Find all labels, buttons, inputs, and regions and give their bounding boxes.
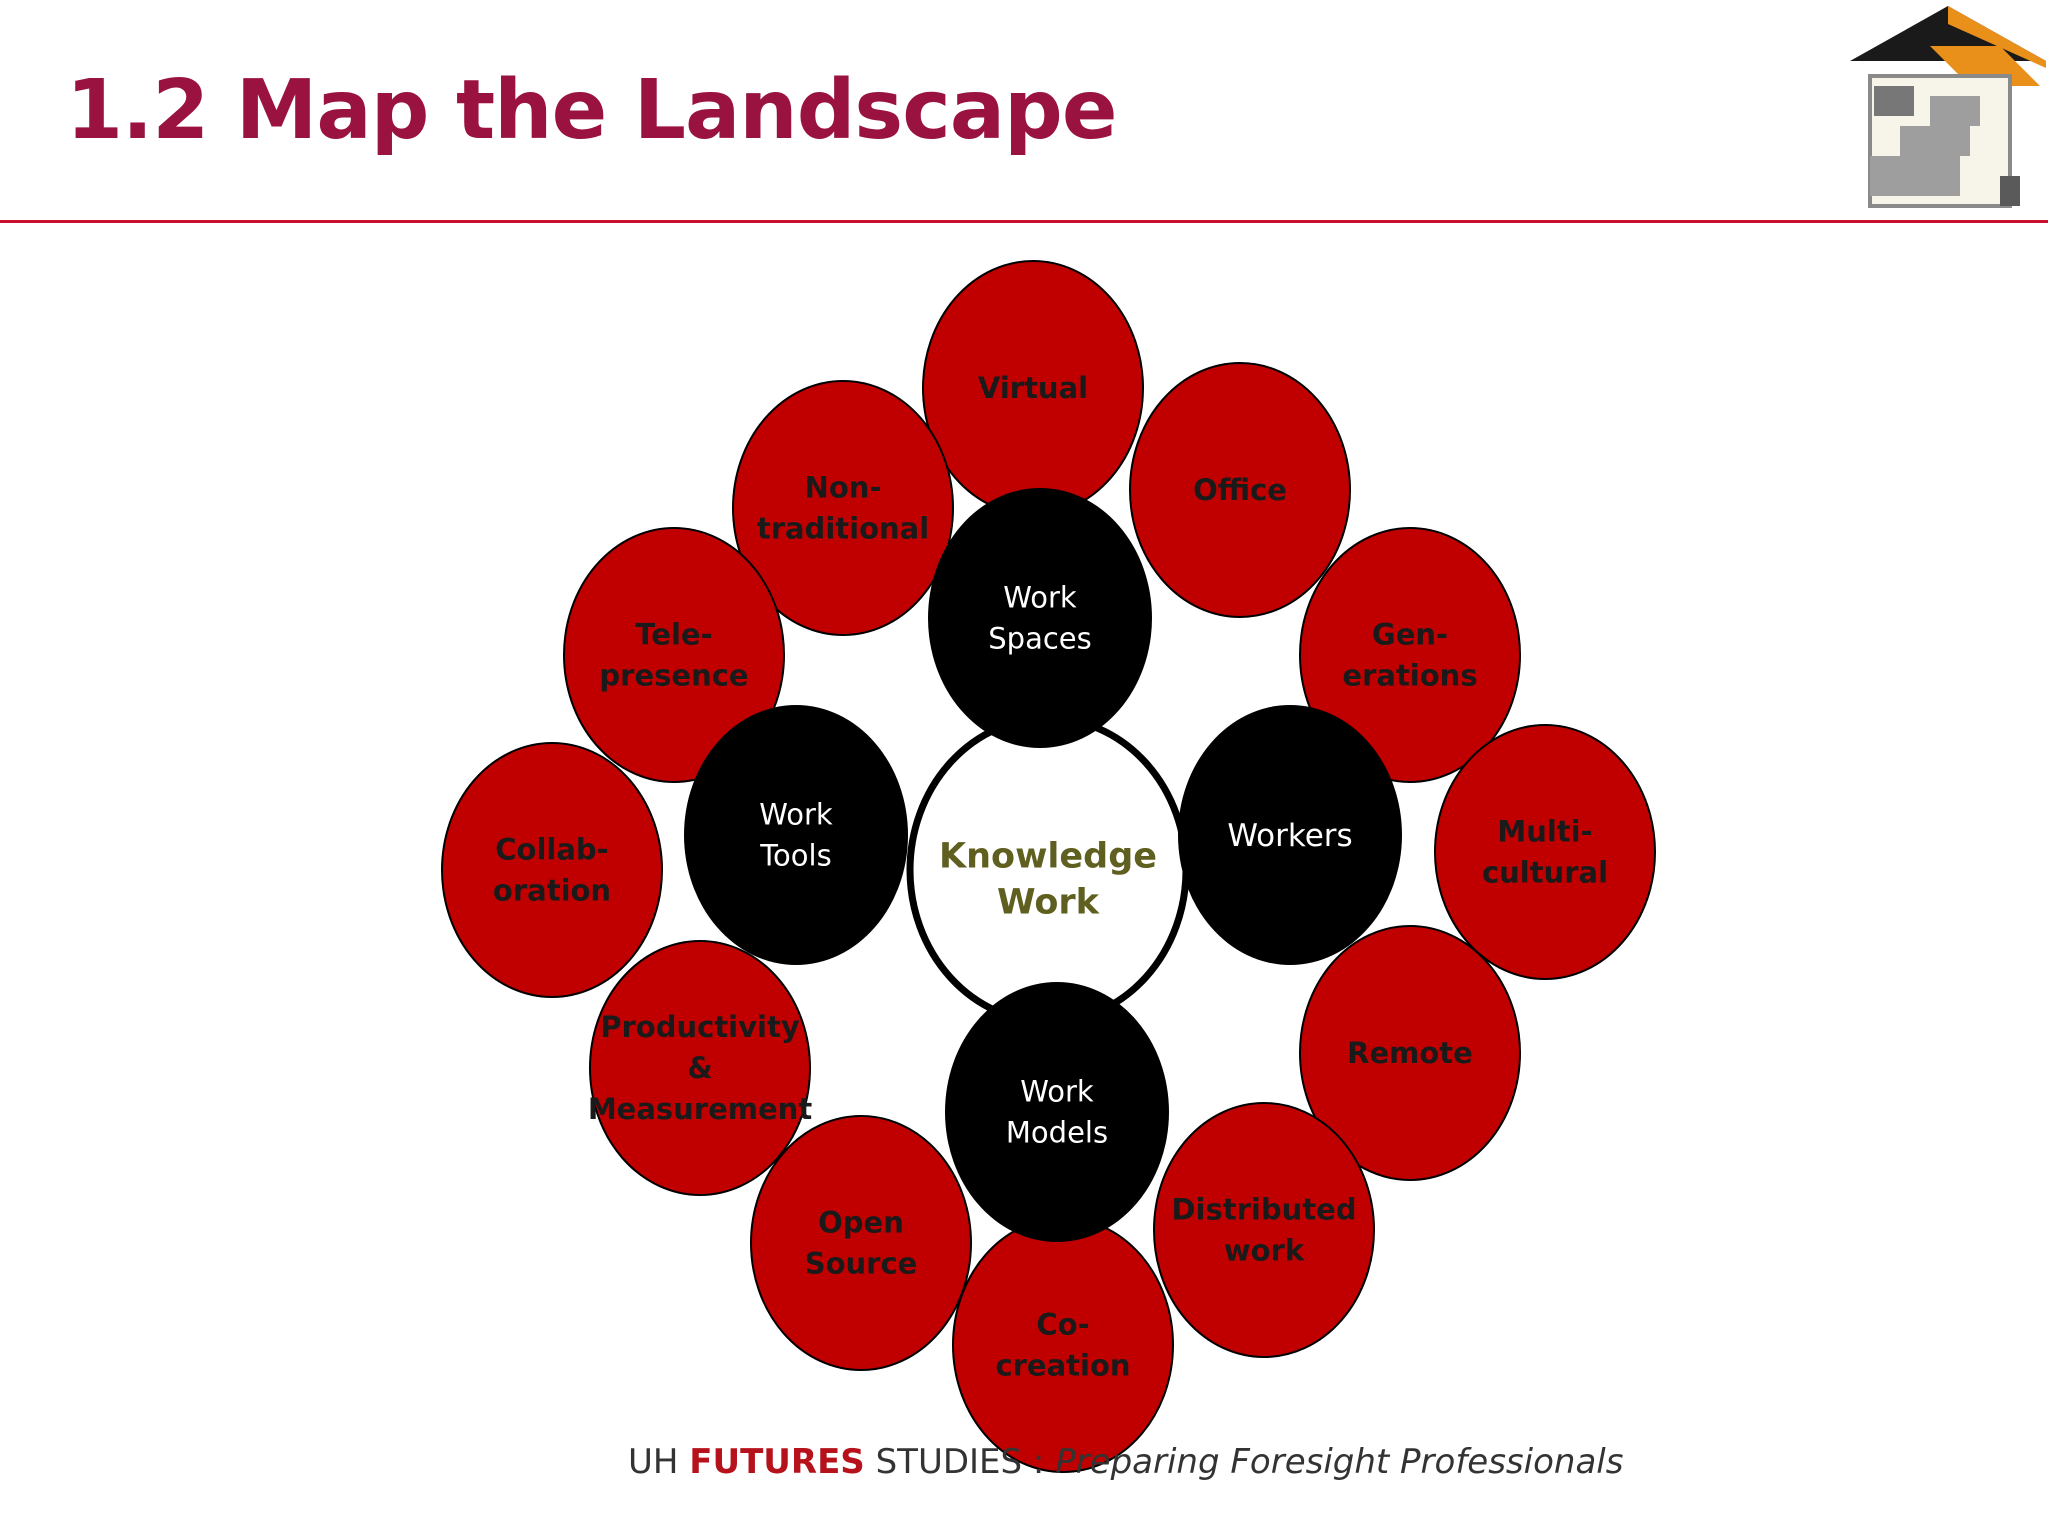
house-logo-icon <box>1850 6 2046 208</box>
topic-node-tele-presence: Tele-presence <box>563 527 785 783</box>
topic-node-collaboration: Collab-oration <box>441 742 663 998</box>
category-label-workers: Workers <box>1227 818 1352 854</box>
footer-middle: STUDIES : <box>864 1442 1056 1482</box>
topic-node-office: Office <box>1129 362 1351 618</box>
footer-prefix: UH <box>628 1442 690 1482</box>
footer-brand: FUTURES <box>689 1442 865 1482</box>
topic-node-non-traditional: Non-traditional <box>732 380 954 636</box>
topic-node-virtual: Virtual <box>922 260 1144 516</box>
page-title: 1.2 Map the Landscape <box>66 63 1117 158</box>
footer-tagline: Preparing Foresight Professionals <box>1055 1442 1624 1482</box>
topic-label-virtual: Virtual <box>978 371 1088 405</box>
topic-label-generations: Gen-erations <box>1342 618 1477 693</box>
topic-label-remote: Remote <box>1347 1036 1473 1070</box>
topic-label-productivity-measurement: Productivity&Measurement <box>588 1010 813 1126</box>
title-divider <box>0 220 2048 223</box>
topic-node-remote: Remote <box>1299 925 1521 1181</box>
topic-node-productivity-measurement: Productivity&Measurement <box>588 940 813 1196</box>
topic-label-office: Office <box>1193 473 1287 507</box>
category-node-workers: Workers <box>1178 705 1402 965</box>
topic-node-generations: Gen-erations <box>1299 527 1521 783</box>
topic-label-multi-cultural: Multi-cultural <box>1482 815 1608 890</box>
topic-node-multi-cultural: Multi-cultural <box>1434 724 1656 980</box>
topic-label-tele-presence: Tele-presence <box>599 618 748 693</box>
topic-label-non-traditional: Non-traditional <box>757 471 929 546</box>
topic-label-co-creation: Co-creation <box>995 1308 1130 1383</box>
topic-label-collaboration: Collab-oration <box>493 833 611 908</box>
topic-node-co-creation: Co-creation <box>952 1217 1174 1473</box>
footer: UH FUTURES STUDIES : Preparing Foresight… <box>628 1442 1623 1482</box>
